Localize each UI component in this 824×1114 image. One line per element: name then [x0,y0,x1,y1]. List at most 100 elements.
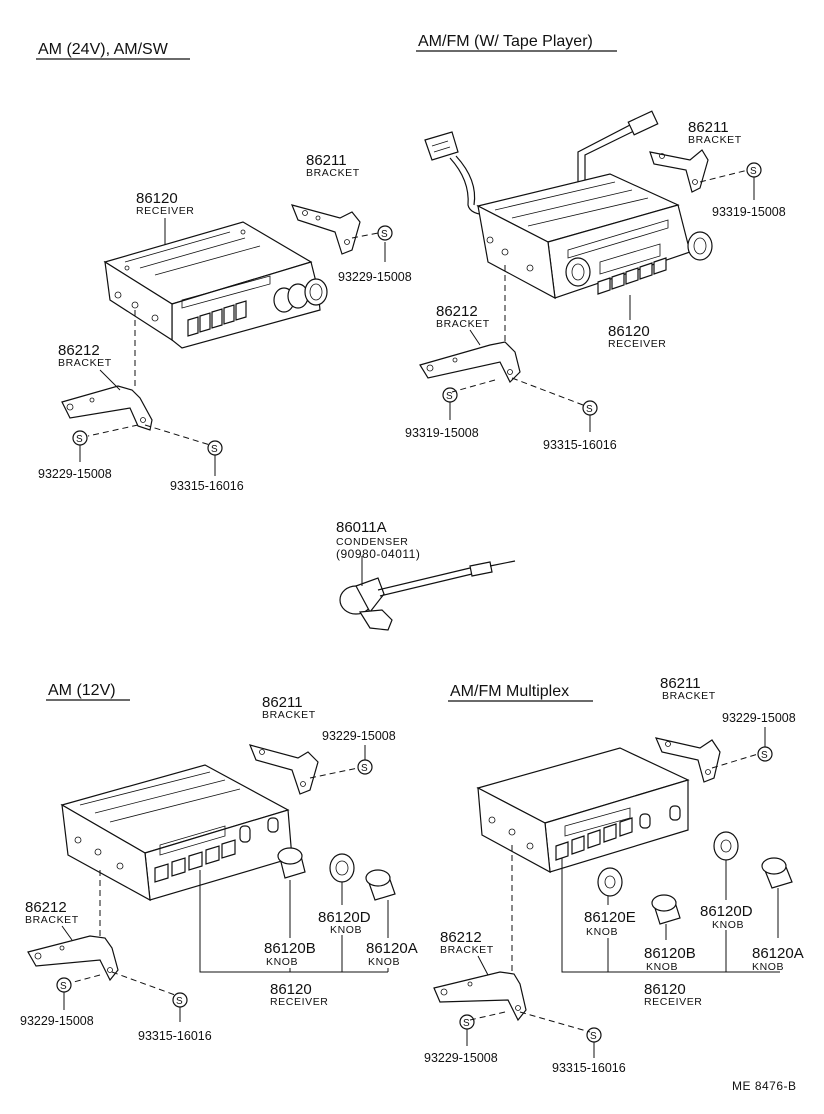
svg-text:KNOB: KNOB [712,919,744,931]
receiver-unit-tape [424,110,713,300]
part-93229-15008-e: 93229-15008 [722,711,796,725]
svg-text:S: S [761,750,768,761]
svg-text:S: S [586,404,593,415]
svg-text:AM/FM Multiplex: AM/FM Multiplex [450,683,569,700]
section-title-am24: AM (24V), AM/SW [36,41,190,60]
svg-text:S: S [176,996,183,1007]
label-86120A-multiplex: 86120A KNOB [752,945,804,973]
part-93229-15008-d: 93229-15008 [20,1014,94,1028]
label-86212-tape: 86212 BRACKET [436,303,490,330]
svg-text:86120: 86120 [270,981,312,998]
svg-text:BRACKET: BRACKET [440,944,494,956]
svg-text:86120D: 86120D [700,903,753,920]
label-86120E-multiplex: 86120E KNOB [584,909,636,938]
svg-text:RECEIVER: RECEIVER [608,338,666,350]
svg-text:CONDENSER: CONDENSER [336,536,409,548]
svg-text:86120A: 86120A [366,940,418,957]
label-86212-am24: 86212 BRACKET [58,342,112,369]
washer-multiplex-c: S [586,1027,602,1043]
svg-text:S: S [446,391,453,402]
svg-text:S: S [76,434,83,445]
svg-text:86120: 86120 [608,323,650,340]
svg-text:BRACKET: BRACKET [688,134,742,146]
washer-am24-a: S [377,225,393,241]
part-93315-16016-d: 93315-16016 [552,1061,626,1075]
label-86011A: 86011A CONDENSER (90980-04011) [336,519,420,561]
label-86120B-multiplex: 86120B KNOB [644,945,696,973]
receiver-unit-am24 [103,221,328,349]
part-93315-16016-c: 93315-16016 [138,1029,212,1043]
washer-am24-c: S [207,440,223,456]
svg-text:86120E: 86120E [584,909,636,926]
knob-86120D-multiplex [713,831,739,861]
bracket-86211-multiplex [654,737,721,783]
bracket-86211-am12 [248,744,319,795]
label-86120D-multiplex: 86120D KNOB [700,903,753,931]
washer-tape-b: S [442,387,458,403]
svg-text:KNOB: KNOB [368,956,400,968]
label-86211-multiplex: 86211 BRACKET [660,675,716,702]
label-86211-tape: 86211 BRACKET [688,119,742,146]
svg-text:RECEIVER: RECEIVER [644,996,702,1008]
svg-text:86212: 86212 [25,899,67,916]
svg-text:S: S [60,981,67,992]
svg-text:BRACKET: BRACKET [306,167,360,179]
svg-text:BRACKET: BRACKET [25,914,79,926]
part-93315-16016-a: 93315-16016 [170,479,244,493]
part-93229-15008-a: 93229-15008 [338,270,412,284]
svg-text:RECEIVER: RECEIVER [136,205,194,217]
knob-86120D-am12 [329,853,355,883]
svg-text:(90980-04011): (90980-04011) [336,547,420,561]
label-86120A-am12: 86120A KNOB [366,940,418,968]
svg-text:BRACKET: BRACKET [436,318,490,330]
svg-text:S: S [463,1018,470,1029]
washer-am24-b: S [72,430,88,446]
svg-text:86120A: 86120A [752,945,804,962]
bracket-86212-am12 [27,935,119,982]
part-93315-16016-b: 93315-16016 [543,438,617,452]
svg-text:86120: 86120 [136,190,178,207]
condenser-part [339,560,516,631]
svg-text:RECEIVER: RECEIVER [270,996,328,1008]
svg-text:BRACKET: BRACKET [262,709,316,721]
svg-text:BRACKET: BRACKET [662,690,716,702]
svg-text:86211: 86211 [688,119,729,136]
svg-text:86212: 86212 [436,303,478,320]
svg-text:86120B: 86120B [644,945,696,962]
bracket-86212-tape [419,341,521,384]
label-86120-tape: 86120 RECEIVER [608,323,666,350]
bracket-86211-tape [649,149,709,193]
section-title-amfm-multiplex: AM/FM Multiplex [448,683,593,702]
part-93229-15008-c: 93229-15008 [322,729,396,743]
svg-text:KNOB: KNOB [586,926,618,938]
washer-am12-a: S [357,759,373,775]
label-86120-am24: 86120 RECEIVER [136,190,194,217]
svg-text:S: S [381,229,388,240]
svg-text:KNOB: KNOB [266,956,298,968]
washer-tape-a: S [746,162,762,178]
svg-text:BRACKET: BRACKET [58,357,112,369]
svg-text:86120: 86120 [644,981,686,998]
bracket-86212-multiplex [433,971,527,1022]
part-93229-15008-f: 93229-15008 [424,1051,498,1065]
receiver-unit-am12 [60,764,293,902]
knob-86120E-multiplex [597,867,623,897]
washer-tape-c: S [582,400,598,416]
svg-text:86120D: 86120D [318,909,371,926]
washer-multiplex-b: S [459,1014,475,1030]
svg-text:KNOB: KNOB [752,961,784,973]
bracket-86211-am24 [290,204,361,255]
label-86120-am12: 86120 RECEIVER [270,981,328,1008]
knob-86120B-multiplex [651,894,681,925]
label-86211-am12: 86211 BRACKET [262,694,316,721]
section-title-amfm-tape: AM/FM (W/ Tape Player) [416,33,617,52]
svg-text:86211: 86211 [306,152,347,169]
svg-text:86120B: 86120B [264,940,316,957]
section-title-am12: AM (12V) [46,682,130,701]
svg-text:86211: 86211 [262,694,303,711]
washer-am12-c: S [172,992,188,1008]
knob-86120A-am12 [365,869,396,901]
svg-text:86212: 86212 [440,929,482,946]
svg-text:S: S [590,1031,597,1042]
